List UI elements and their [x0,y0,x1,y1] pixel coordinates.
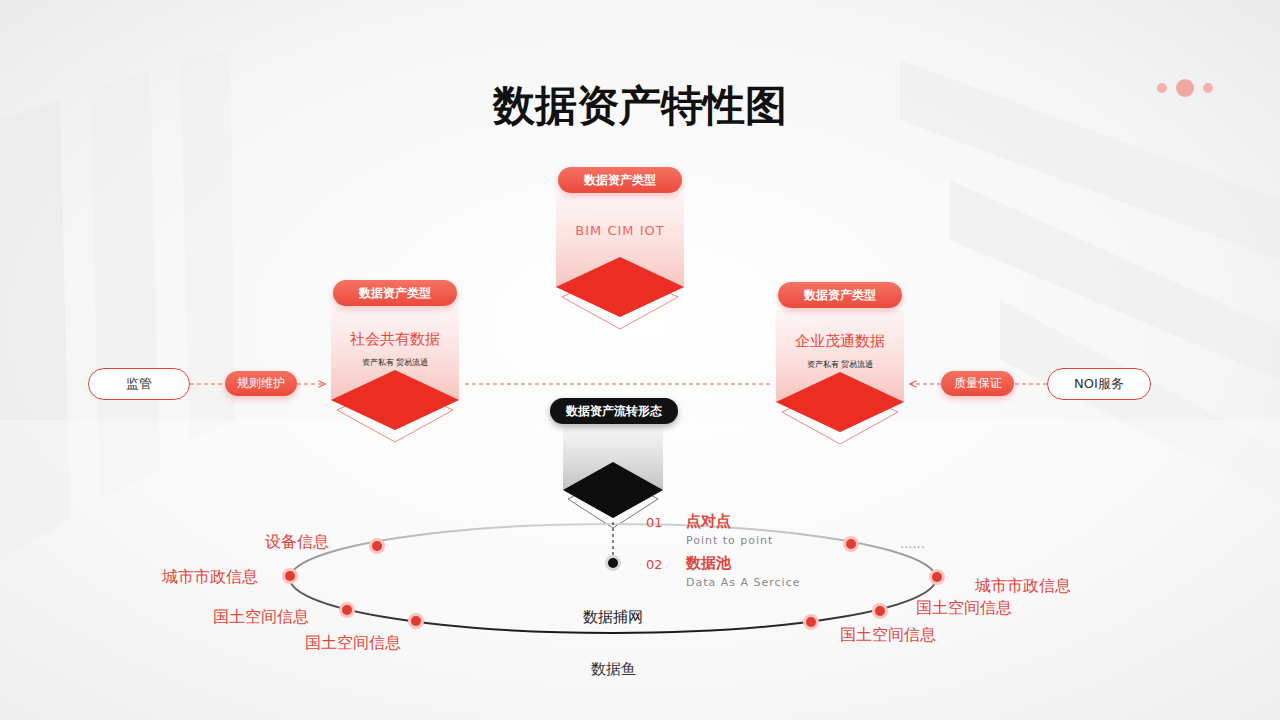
background-stripe [1000,300,1280,500]
net-dot [372,541,382,551]
flow-cube: 数据资产流转形态 [550,398,678,528]
prism-body [776,310,904,432]
node-text: BIM CIM IOT [550,223,690,238]
node-text: 数据捕网 [288,608,938,627]
dot-halo [843,536,859,552]
dashed-connector [465,383,770,384]
dashed-connector [190,383,225,384]
dashed-connector [297,383,325,384]
annotation-label: 国土空间信息 [916,598,1012,617]
cube-shape [325,280,465,465]
prism-body [331,308,459,430]
prism-body [556,195,684,317]
top-face [776,372,904,432]
action-pill: 规则维护 [225,371,297,396]
callout-number: 02 [646,557,663,573]
anchor-halo [605,555,621,571]
net-dots [282,536,945,630]
annotation-label: 数据鱼 [591,660,636,678]
dashed-connector [1014,383,1047,384]
diagram-title: 数据资产特性图 [0,78,1280,134]
background-stripe [90,70,160,500]
dot-halo [339,602,355,618]
prism-body [563,426,663,518]
annotation-label: ...... [900,536,925,552]
dot-halo [282,568,298,584]
node-text: 资产私有 贸易流通 [325,357,465,368]
dashed-connector [910,383,941,384]
net-dot [875,606,885,616]
node-text: 监管 [89,369,189,399]
annotation-label: 国土空间信息 [305,633,401,652]
node-heading: 数据资产类型 [778,282,902,308]
background-stripe [900,60,1280,260]
callout-number: 01 [646,515,663,531]
dot-halo [872,603,888,619]
top-face [563,462,663,518]
node-heading: 数据资产类型 [558,167,682,193]
node-heading: 数据资产流转形态 [550,398,678,424]
node-text: 规则维护 [225,371,297,396]
annotation-label: 点对点 [686,512,731,530]
annotation-label: 设备信息 [265,532,329,551]
asset-cube: 数据资产类型企业茂通数据资产私有 贸易流通 [770,282,910,467]
annotation-label: 国土空间信息 [840,625,936,644]
annotation-label: Data As A Sercice [686,576,801,589]
top-face [331,370,459,430]
annotation-label: 城市市政信息 [162,567,258,586]
cube-shape [770,282,910,467]
cube-shape [550,167,690,347]
decor-dot [1203,83,1213,93]
background-stripe [950,180,1280,380]
annotation-label: 国土空间信息 [213,607,309,626]
net-dot [806,617,816,627]
leader-line [612,522,613,556]
node-text: 资产私有 贸易流通 [770,359,910,370]
dot-halo [929,569,945,585]
dot-halo [369,538,385,554]
background-floor [0,420,1280,720]
net-dot [342,605,352,615]
node-text: NOI服务 [1048,369,1150,399]
dot-halo [803,614,819,630]
data-net: 数据捕网 [288,522,938,635]
node-text: 社会共有数据 [325,330,465,349]
node-heading: 数据资产类型 [333,280,457,306]
node-text: 企业茂通数据 [770,332,910,351]
dot-halo [408,613,424,629]
role-pill: NOI服务 [1047,368,1151,400]
decor-dot [1157,83,1167,93]
annotation-label: 数据池 [686,554,731,572]
top-face [556,257,684,317]
action-pill: 质量保证 [941,371,1014,396]
net-dot [932,572,942,582]
annotation-label: 城市市政信息 [975,576,1071,595]
net-dot [285,571,295,581]
annotation-label: Point to point [686,534,773,547]
asset-cube: 数据资产类型社会共有数据资产私有 贸易流通 [325,280,465,465]
anchor-dot [608,558,618,568]
background-stripe [0,100,70,560]
role-pill: 监管 [88,368,190,400]
net-dot [846,539,856,549]
asset-cube: 数据资产类型 BIM CIM IOT [550,167,690,347]
net-dot [411,616,421,626]
node-text: 质量保证 [941,371,1014,396]
decor-dot [1176,79,1194,97]
